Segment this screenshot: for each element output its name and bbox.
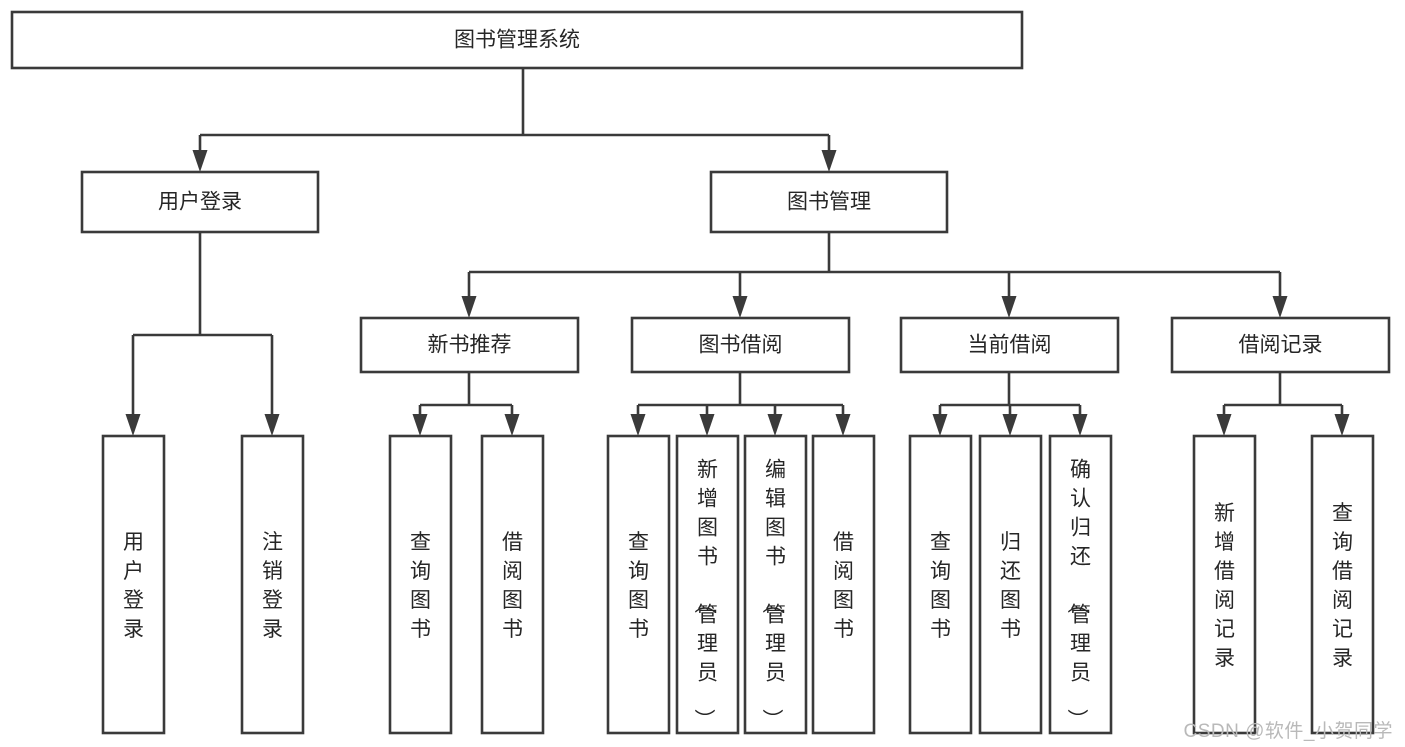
node-box-leaf-borrow-lend[interactable] xyxy=(811,434,876,735)
watermark-text: CSDN @软件_小贺同学 xyxy=(1183,721,1393,742)
arrow-head-icon xyxy=(732,296,748,318)
arrow-head-icon xyxy=(1002,414,1018,436)
arrow-head-icon xyxy=(699,414,715,436)
node-box-leaf-rec-borrow[interactable] xyxy=(480,434,545,735)
arrow-head-icon xyxy=(125,414,141,436)
arrow-head-icon xyxy=(504,414,520,436)
node-box-leaf-rec-query2[interactable] xyxy=(1310,434,1375,735)
node-box-leaf-rec-add[interactable] xyxy=(1192,434,1257,735)
node-leaf-rec-add[interactable]: 新增借阅记录 xyxy=(1192,434,1257,735)
node-leaf-rec-query2[interactable]: 查询借阅记录 xyxy=(1310,434,1375,735)
node-new-book-rec[interactable]: 新书推荐 xyxy=(359,316,580,374)
arrow-head-icon xyxy=(1272,296,1288,318)
connector-l2-current-to-leaves xyxy=(932,372,1088,436)
arrow-head-icon xyxy=(932,414,948,436)
node-box-user-login[interactable] xyxy=(80,170,320,234)
node-leaf-user-login[interactable]: 用户登录 xyxy=(101,434,166,735)
node-leaf-borrow-query[interactable]: 查询图书 xyxy=(606,434,671,735)
node-box-leaf-borrow-query[interactable] xyxy=(606,434,671,735)
node-label-root: 图书管理系统 xyxy=(454,29,580,52)
node-leaf-borrow-add[interactable]: 新增图书（管理员） xyxy=(675,434,740,735)
node-box-leaf-borrow-add[interactable] xyxy=(675,434,740,735)
node-box-leaf-rec-query[interactable] xyxy=(388,434,453,735)
connector-l1-bookmanage-to-l2 xyxy=(461,232,1288,318)
arrow-head-icon xyxy=(767,414,783,436)
connector-layer xyxy=(125,68,1350,436)
arrow-head-icon xyxy=(1001,296,1017,318)
node-label-leaf-rec-borrow: 借阅图书 xyxy=(502,531,523,641)
connector-l1-userlogin-to-leaves xyxy=(125,232,280,436)
arrow-head-icon xyxy=(1072,414,1088,436)
node-leaf-cur-query[interactable]: 查询图书 xyxy=(908,434,973,735)
node-label-leaf-borrow-lend: 借阅图书 xyxy=(833,531,854,641)
arrow-head-icon xyxy=(412,414,428,436)
node-leaf-cur-return[interactable]: 归还图书 xyxy=(978,434,1043,735)
node-leaf-user-logout[interactable]: 注销登录 xyxy=(240,434,305,735)
arrow-head-icon xyxy=(821,150,837,172)
node-leaf-cur-confirm[interactable]: 确认归还（管理员） xyxy=(1048,434,1113,735)
arrow-head-icon xyxy=(264,414,280,436)
node-label-leaf-borrow-edit: 编辑图书（管理员） xyxy=(760,459,786,730)
node-label-leaf-cur-confirm: 确认归还（管理员） xyxy=(1065,459,1091,730)
node-label-book-borrow: 图书借阅 xyxy=(699,334,783,357)
node-leaf-rec-query[interactable]: 查询图书 xyxy=(388,434,453,735)
node-root[interactable]: 图书管理系统 xyxy=(10,10,1024,70)
node-label-leaf-borrow-query: 查询图书 xyxy=(628,531,649,641)
node-label-book-manage: 图书管理 xyxy=(787,191,871,214)
node-leaf-borrow-lend[interactable]: 借阅图书 xyxy=(811,434,876,735)
node-label-current-borrow: 当前借阅 xyxy=(968,334,1052,357)
node-borrow-record[interactable]: 借阅记录 xyxy=(1170,316,1391,374)
node-layer: 图书管理系统用户登录图书管理新书推荐图书借阅当前借阅借阅记录用户登录注销登录查询… xyxy=(10,10,1391,735)
node-box-leaf-user-login[interactable] xyxy=(101,434,166,735)
node-box-new-book-rec[interactable] xyxy=(359,316,580,374)
node-box-leaf-cur-return[interactable] xyxy=(978,434,1043,735)
node-box-leaf-borrow-edit[interactable] xyxy=(743,434,808,735)
node-box-leaf-user-logout[interactable] xyxy=(240,434,305,735)
node-box-leaf-cur-confirm[interactable] xyxy=(1048,434,1113,735)
node-label-leaf-rec-query: 查询图书 xyxy=(410,531,431,641)
connector-l2-newbook-to-leaves xyxy=(412,372,520,436)
node-box-book-manage[interactable] xyxy=(709,170,949,234)
node-label-user-login: 用户登录 xyxy=(158,191,242,214)
node-user-login[interactable]: 用户登录 xyxy=(80,170,320,234)
connector-root-to-l1 xyxy=(192,68,837,172)
node-box-book-borrow[interactable] xyxy=(630,316,851,374)
node-book-manage[interactable]: 图书管理 xyxy=(709,170,949,234)
node-label-leaf-cur-return: 归还图书 xyxy=(1000,531,1021,641)
node-leaf-rec-borrow[interactable]: 借阅图书 xyxy=(480,434,545,735)
arrow-head-icon xyxy=(1334,414,1350,436)
node-box-leaf-cur-query[interactable] xyxy=(908,434,973,735)
arrow-head-icon xyxy=(192,150,208,172)
node-label-leaf-rec-query2: 查询借阅记录 xyxy=(1332,502,1353,670)
arrow-head-icon xyxy=(630,414,646,436)
node-label-leaf-cur-query: 查询图书 xyxy=(930,531,951,641)
node-label-leaf-user-login: 用户登录 xyxy=(123,531,144,641)
connector-l2-record-to-leaves xyxy=(1216,372,1350,436)
arrow-head-icon xyxy=(1216,414,1232,436)
arrow-head-icon xyxy=(461,296,477,318)
node-book-borrow[interactable]: 图书借阅 xyxy=(630,316,851,374)
node-label-leaf-rec-add: 新增借阅记录 xyxy=(1214,502,1235,670)
node-box-root[interactable] xyxy=(10,10,1024,70)
node-label-leaf-borrow-add: 新增图书（管理员） xyxy=(692,459,718,730)
arrow-head-icon xyxy=(835,414,851,436)
node-box-current-borrow[interactable] xyxy=(899,316,1120,374)
connector-l2-borrow-to-leaves xyxy=(630,372,851,436)
node-box-borrow-record[interactable] xyxy=(1170,316,1391,374)
node-leaf-borrow-edit[interactable]: 编辑图书（管理员） xyxy=(743,434,808,735)
node-label-leaf-user-logout: 注销登录 xyxy=(262,531,283,641)
node-label-borrow-record: 借阅记录 xyxy=(1239,334,1323,357)
node-label-new-book-rec: 新书推荐 xyxy=(428,334,512,357)
node-current-borrow[interactable]: 当前借阅 xyxy=(899,316,1120,374)
